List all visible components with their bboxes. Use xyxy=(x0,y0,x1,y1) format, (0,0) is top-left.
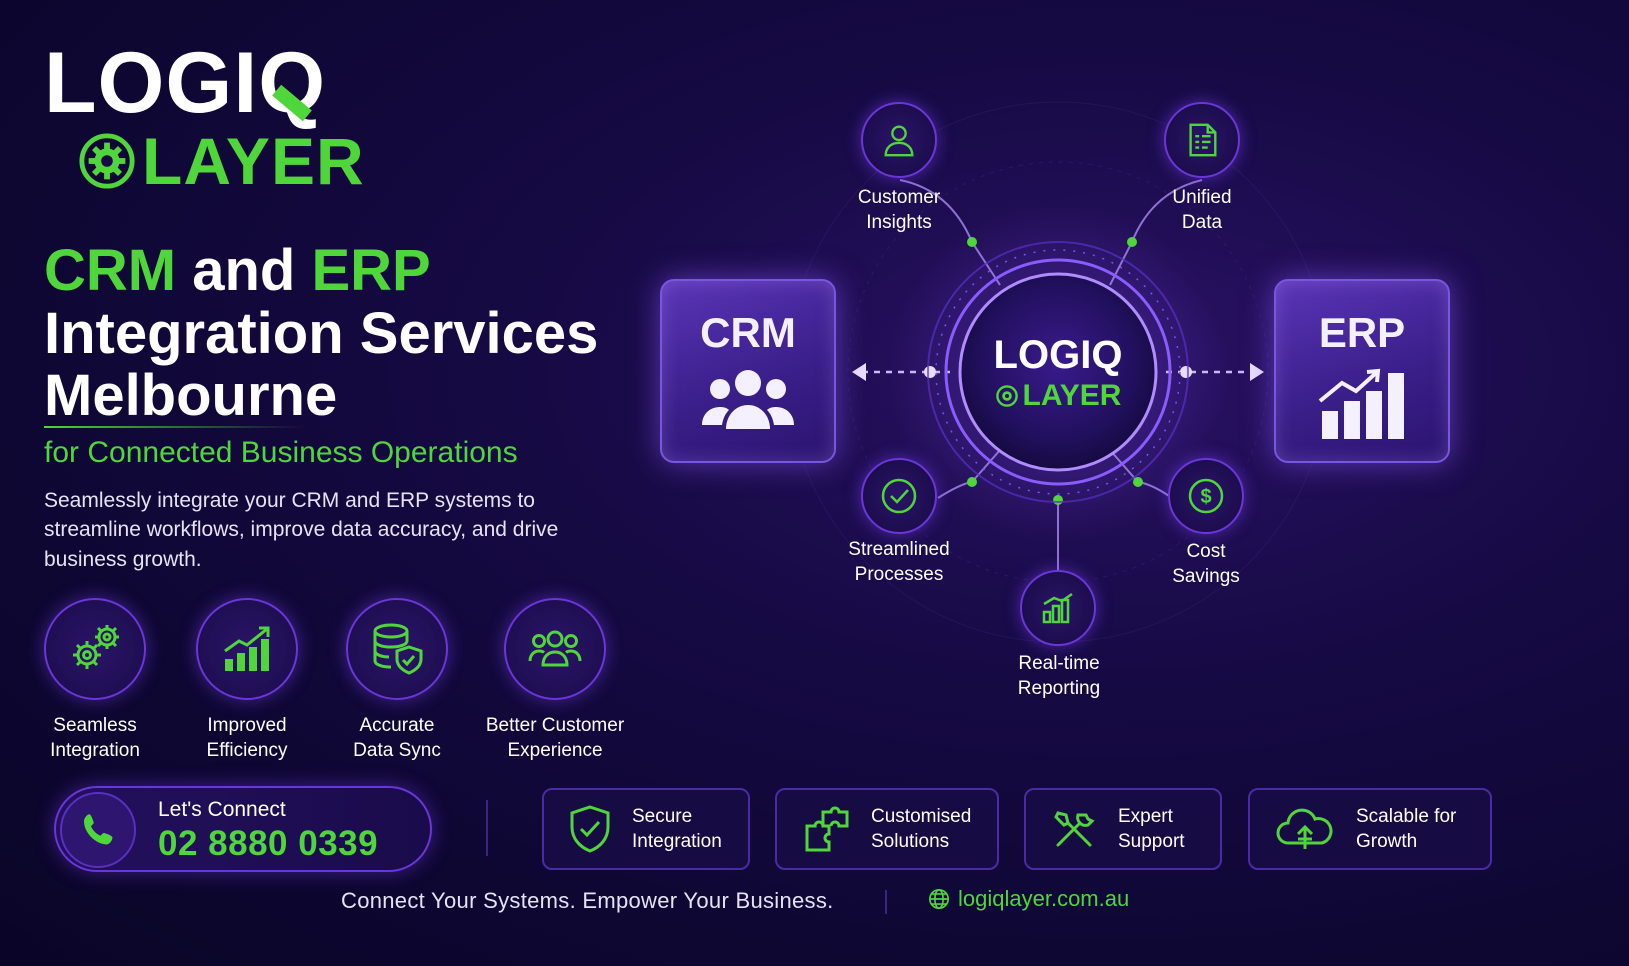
page-title: CRM and ERP Integration Services Melbour… xyxy=(44,238,599,429)
dollar-icon: $ xyxy=(1188,478,1224,514)
phone-icon-circle xyxy=(60,792,136,868)
bar-chart-growth-icon xyxy=(1318,368,1404,439)
node-label-1: Real-time xyxy=(1018,653,1100,674)
hub-logo: LOGIQ LAYER xyxy=(958,335,1158,413)
description: Seamlessly integrate your CRM and ERP sy… xyxy=(44,489,559,571)
node-label-streamlined-processes: Streamlined Processes xyxy=(819,538,979,587)
database-shield-icon xyxy=(373,623,423,675)
feature-label-1: Seamless xyxy=(53,715,137,736)
node-label-1: Streamlined xyxy=(848,539,950,560)
crm-box: CRM xyxy=(660,279,836,463)
check-circle-icon xyxy=(881,478,917,514)
feature-circle xyxy=(196,598,298,700)
gear-icon xyxy=(995,385,1018,407)
feature-circle xyxy=(346,598,448,700)
node-streamlined-processes xyxy=(861,458,937,534)
title-line3: Melbourne xyxy=(44,363,338,429)
gear-icon xyxy=(79,133,135,189)
feature-circle xyxy=(44,598,146,700)
node-label-2: Insights xyxy=(866,211,932,233)
website-link[interactable]: logiqlayer.com.au xyxy=(928,886,1129,912)
hub-logo-layer: LAYER xyxy=(1022,379,1122,412)
divider xyxy=(486,800,488,856)
node-label-unified-data: Unified Data xyxy=(1122,186,1282,235)
hub-logo-top: LOGIQ xyxy=(993,333,1123,377)
feature-label-2: Integration xyxy=(50,739,140,761)
bar-chart-icon xyxy=(1042,592,1073,624)
tools-icon xyxy=(1054,811,1095,847)
hub-logo-bottom-row: LAYER xyxy=(958,379,1158,413)
node-label-1: Unified xyxy=(1172,187,1232,208)
feature-circle xyxy=(504,598,606,700)
feature-label-2: Experience xyxy=(507,739,603,761)
contact-phone-number[interactable]: 02 8880 0339 xyxy=(158,824,379,863)
node-label-customer-insights: Customer Insights xyxy=(819,186,979,235)
badge-label-2: Integration xyxy=(632,831,722,852)
title-divider xyxy=(44,426,304,428)
shield-check-icon xyxy=(570,805,610,853)
badge-label-1: Expert xyxy=(1118,805,1173,827)
contact-phone-button[interactable]: Let's Connect 02 8880 0339 xyxy=(54,786,432,872)
users-icon xyxy=(702,370,794,429)
phone-icon xyxy=(84,814,113,845)
feature-label-1: Improved xyxy=(207,715,287,736)
diagram-connections xyxy=(787,101,1329,643)
node-label-1: Customer xyxy=(857,187,941,208)
title-and: and xyxy=(176,238,312,303)
node-cost-savings: $ xyxy=(1168,458,1244,534)
cloud-growth-icon xyxy=(1276,808,1333,849)
subtitle: for Connected Business Operations xyxy=(44,436,518,469)
title-line2: Integration Services xyxy=(44,300,599,366)
logo-wordmark-bottom: LAYER xyxy=(78,128,365,194)
node-unified-data xyxy=(1164,102,1240,178)
feature-label-2: Data Sync xyxy=(353,739,441,761)
title-crm: CRM xyxy=(44,238,177,303)
feature-label-2: Efficiency xyxy=(206,739,288,761)
person-icon xyxy=(884,125,914,157)
feature-label-1: Accurate xyxy=(359,715,435,736)
node-label-2: Processes xyxy=(854,563,944,585)
title-erp: ERP xyxy=(311,238,431,303)
feature-label-1: Better Customer xyxy=(485,715,625,736)
node-label-2: Reporting xyxy=(1017,677,1101,699)
contact-label: Let's Connect xyxy=(158,798,286,821)
integration-diagram: LOGIQ LAYER CRM ERP xyxy=(640,80,1480,720)
badge-label-2: Support xyxy=(1118,831,1185,852)
globe-icon xyxy=(929,889,949,909)
node-real-time-reporting xyxy=(1020,570,1096,646)
document-icon xyxy=(1189,123,1217,157)
erp-box: ERP xyxy=(1274,279,1450,463)
node-label-real-time-reporting: Real-time Reporting xyxy=(979,652,1139,701)
users-icon xyxy=(528,630,582,667)
logo-layer-text: LAYER xyxy=(142,124,365,198)
puzzle-icon xyxy=(805,806,849,852)
growth-chart-icon xyxy=(224,626,270,671)
logo-wordmark-top: LOGIQ xyxy=(44,35,327,131)
tagline: Connect Your Systems. Empower Your Busin… xyxy=(341,888,834,913)
erp-label: ERP xyxy=(1318,309,1406,356)
node-label-2: Savings xyxy=(1172,565,1240,587)
node-label-cost-savings: Cost Savings xyxy=(1126,540,1286,589)
svg-text:$: $ xyxy=(1200,486,1211,508)
badge-label-1: Secure xyxy=(632,805,693,827)
gears-icon xyxy=(73,625,119,669)
badge-label-2: Growth xyxy=(1356,831,1418,852)
badge-label-1: Customised xyxy=(871,805,972,827)
badge-label-2: Solutions xyxy=(871,831,950,852)
crm-label: CRM xyxy=(700,309,796,356)
website-url[interactable]: logiqlayer.com.au xyxy=(958,886,1130,911)
badge-label-1: Scalable for xyxy=(1356,805,1457,827)
node-label-1: Cost xyxy=(1186,541,1226,562)
node-customer-insights xyxy=(861,102,937,178)
node-label-2: Data xyxy=(1181,211,1223,233)
footer-divider xyxy=(885,890,887,914)
